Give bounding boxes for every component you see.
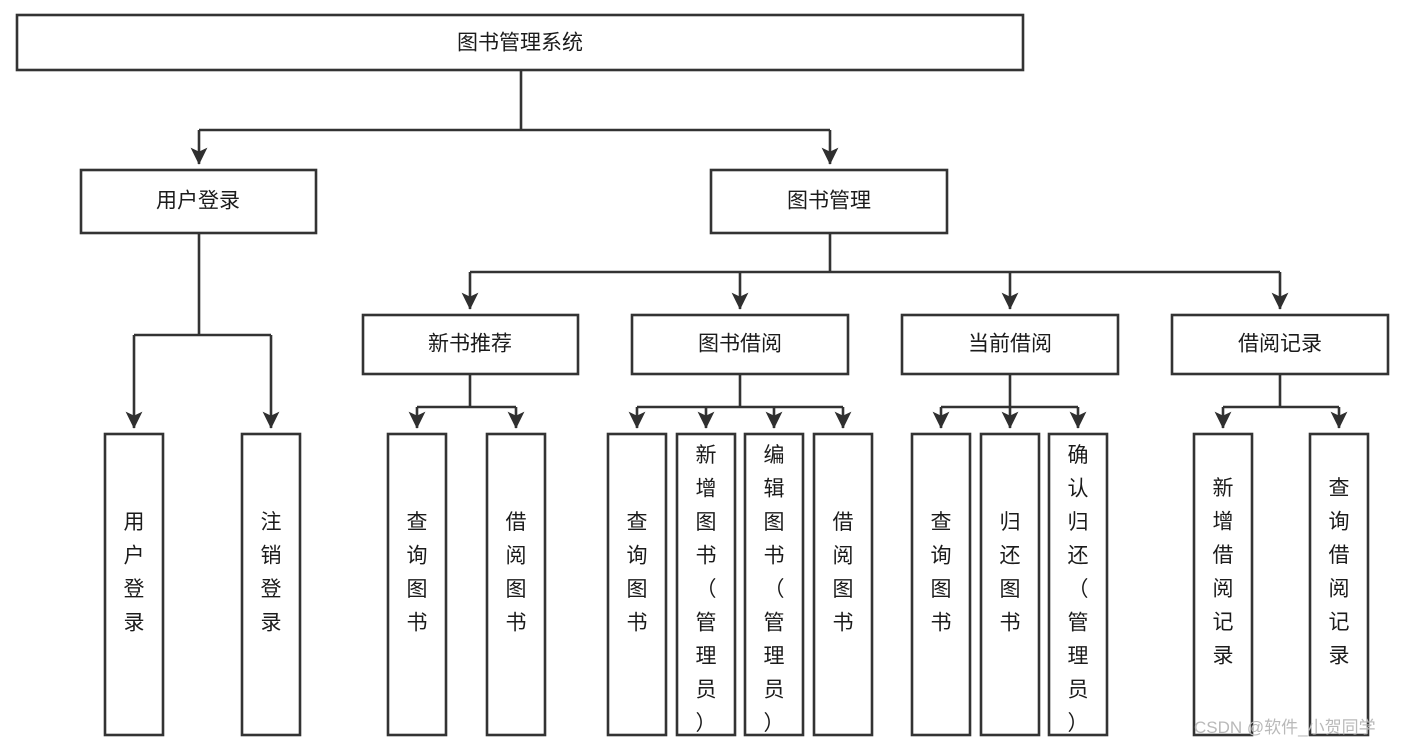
leaf-box-confirm-return-admin[interactable] (1047, 432, 1109, 737)
leaf-box-edit-book-admin[interactable] (743, 432, 805, 737)
leaf-box-query-book-1[interactable] (386, 432, 448, 737)
leaf-label-add-book-admin: 新增图书（管理员） (696, 444, 717, 735)
leaf-node[interactable]: 注销登录 (240, 432, 302, 737)
leaf-label-add-borrow-record: 新增借阅记录 (1213, 477, 1234, 668)
leaf-box-query-borrow-record[interactable] (1308, 432, 1370, 737)
leaf-node[interactable]: 查询图书 (386, 432, 448, 737)
node-user-login-label: 用户登录 (156, 190, 240, 213)
leaf-box-return-book[interactable] (979, 432, 1041, 737)
node-borrow-record-label: 借阅记录 (1238, 333, 1322, 356)
leaf-node[interactable]: 借阅图书 (485, 432, 547, 737)
leaf-label-edit-book-admin: 编辑图书（管理员） (764, 444, 785, 735)
leaf-node[interactable]: 归还图书 (979, 432, 1041, 737)
leaf-label-query-book-1: 查询图书 (407, 511, 428, 635)
csdn-watermark: CSDN @软件_小贺同学 (1194, 718, 1376, 737)
node-book-manage-label: 图书管理 (787, 190, 871, 213)
leaf-label-query-book-2: 查询图书 (627, 511, 648, 635)
node-current-borrow[interactable]: 当前借阅 (900, 313, 1120, 376)
leaf-box-borrow-book-1[interactable] (485, 432, 547, 737)
node-book-borrow[interactable]: 图书借阅 (630, 313, 850, 376)
leaf-nodes-group: 用户登录 注销登录 查询图书 借阅图书 查询图书 新增图书 (103, 432, 1370, 737)
leaf-node[interactable]: 新增借阅记录 (1192, 432, 1254, 737)
node-book-borrow-box[interactable] (630, 313, 850, 376)
node-user-login-box[interactable] (79, 168, 318, 235)
leaf-node[interactable]: 确认归还（管理员） (1047, 432, 1109, 737)
connectors-group (125, 70, 1348, 429)
leaf-label-query-borrow-record: 查询借阅记录 (1329, 477, 1350, 668)
node-current-borrow-label: 当前借阅 (968, 333, 1052, 356)
leaf-box-logout[interactable] (240, 432, 302, 737)
leaf-box-borrow-book-2[interactable] (812, 432, 874, 737)
leaf-box-add-borrow-record[interactable] (1192, 432, 1254, 737)
node-user-login[interactable]: 用户登录 (79, 168, 318, 235)
leaf-box-query-book-3[interactable] (910, 432, 972, 737)
node-book-borrow-label: 图书借阅 (698, 333, 782, 356)
node-new-book-recommend-label: 新书推荐 (428, 333, 512, 356)
leaf-label-return-book: 归还图书 (1000, 511, 1021, 635)
node-root-system[interactable]: 图书管理系统 (15, 13, 1025, 72)
leaf-node[interactable]: 查询借阅记录 (1308, 432, 1370, 737)
node-root-label: 图书管理系统 (457, 32, 583, 55)
leaf-label-user-login: 用户登录 (124, 511, 145, 635)
node-current-borrow-box[interactable] (900, 313, 1120, 376)
leaf-label-borrow-book-1: 借阅图书 (506, 511, 527, 635)
node-root-box[interactable] (15, 13, 1025, 72)
leaf-node[interactable]: 查询图书 (606, 432, 668, 737)
node-new-book-recommend[interactable]: 新书推荐 (361, 313, 580, 376)
leaf-box-query-book-2[interactable] (606, 432, 668, 737)
leaf-label-logout: 注销登录 (261, 511, 282, 635)
leaf-node[interactable]: 新增图书（管理员） (675, 432, 737, 737)
node-book-manage[interactable]: 图书管理 (709, 168, 949, 235)
leaf-box-add-book-admin[interactable] (675, 432, 737, 737)
leaf-node[interactable]: 编辑图书（管理员） (743, 432, 805, 737)
leaf-box-user-login[interactable] (103, 432, 165, 737)
leaf-node[interactable]: 用户登录 (103, 432, 165, 737)
leaf-label-borrow-book-2: 借阅图书 (833, 511, 854, 635)
node-book-manage-box[interactable] (709, 168, 949, 235)
node-new-book-recommend-box[interactable] (361, 313, 580, 376)
leaf-node[interactable]: 查询图书 (910, 432, 972, 737)
node-borrow-record[interactable]: 借阅记录 (1170, 313, 1390, 376)
node-borrow-record-box[interactable] (1170, 313, 1390, 376)
leaf-node[interactable]: 借阅图书 (812, 432, 874, 737)
leaf-label-confirm-return-admin: 确认归还（管理员） (1068, 444, 1089, 735)
leaf-label-query-book-3: 查询图书 (931, 511, 952, 635)
